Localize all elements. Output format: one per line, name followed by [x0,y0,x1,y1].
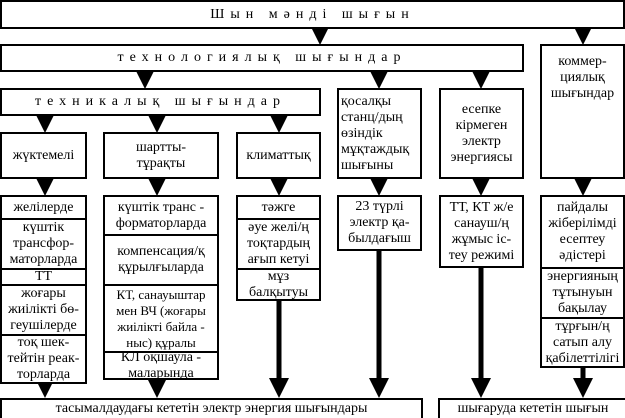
production-loss-box: шығаруда кететін шығын [438,398,625,418]
transmission-loss-box: тасымалдаудағы кететін электр энергия шы… [0,398,423,418]
conditional-loss-label: шартты- тұрақты [135,139,187,171]
commercial-loss-box: коммер- циялық шығындар [540,44,625,179]
list-item: ТТ [2,270,85,286]
load-items-list: желілерде күштік трансфор- маторларда ТТ… [0,195,87,384]
climatic-items-list: тәжге әуе желі/ң тоқтардың ағып кетуі мұ… [236,195,321,301]
list-item: күштік трансфор- маторларда [2,220,85,270]
list-item: пайдалы жіберілімді есептеу әдістері [542,197,623,269]
production-loss-label: шығаруда кететін шығын [457,401,609,416]
auxiliary-needs-label: қосалқы станц/дың өзіндік мұқтаждық шығы… [341,93,410,173]
list-item: әуе желі/ң тоқтардың ағып кетуі [238,220,319,270]
list-item: 23 түрлі электр қа- былдағыш [348,199,411,246]
load-loss-label: жүктемелі [12,147,75,163]
climatic-loss-label: климаттық [246,147,311,163]
unaccounted-items-list: ТТ, КТ ж/е санауш/ң жұмыс іс- теу режимі [439,195,524,268]
list-item: КЛ оқшаула - маларында [120,353,202,378]
list-item: энергияның тұтынуын бақылау [542,269,623,319]
list-item: желілерде [2,197,85,220]
real-loss-label: Шын мәнді шығын [210,6,415,22]
conditional-items-list: күштік транс - форматорларда компенсация… [103,195,219,380]
list-item: тәжге [238,197,319,220]
conditional-loss-box: шартты- тұрақты [103,132,219,179]
climatic-loss-box: климаттық [236,132,321,179]
load-loss-box: жүктемелі [0,132,87,179]
technical-loss-label: техникалық шығындар [35,94,286,109]
technological-loss-box: технологиялық шығындар [0,44,524,72]
list-item: тоқ шек- тейтін реак- торларда [7,336,80,382]
list-item: жоғары жиілікті бө- геушілерде [2,286,85,336]
list-item: күштік транс - форматорларда [105,197,217,236]
technological-loss-label: технологиялық шығындар [117,50,407,65]
list-item: тұрғын/ң сатып алу қабілеттілігі [545,319,620,366]
transmission-loss-label: тасымалдаудағы кететін электр энергия шы… [55,401,368,416]
auxiliary-needs-box: қосалқы станц/дың өзіндік мұқтаждық шығы… [337,88,422,179]
commercial-items-list: пайдалы жіберілімді есептеу әдістері эне… [540,195,625,368]
list-item: ТТ, КТ ж/е санауш/ң жұмыс іс- теу режимі [448,199,515,263]
list-item: мұз балқытуы [249,270,308,299]
unaccounted-energy-box: есепке кірмеген электр энергиясы [439,88,524,179]
list-item: КТ, санауыштар мен ВЧ (жоғары жиілікті б… [105,286,217,353]
auxiliary-items-list: 23 түрлі электр қа- былдағыш [337,195,422,251]
list-item: компенсация/қ құрылғыларда [105,236,217,286]
unaccounted-energy-label: есепке кірмеген электр энергиясы [450,101,513,165]
technical-loss-box: техникалық шығындар [0,88,321,116]
commercial-loss-label: коммер- циялық шығындар [550,54,615,101]
real-loss-box: Шын мәнді шығын [0,0,625,29]
